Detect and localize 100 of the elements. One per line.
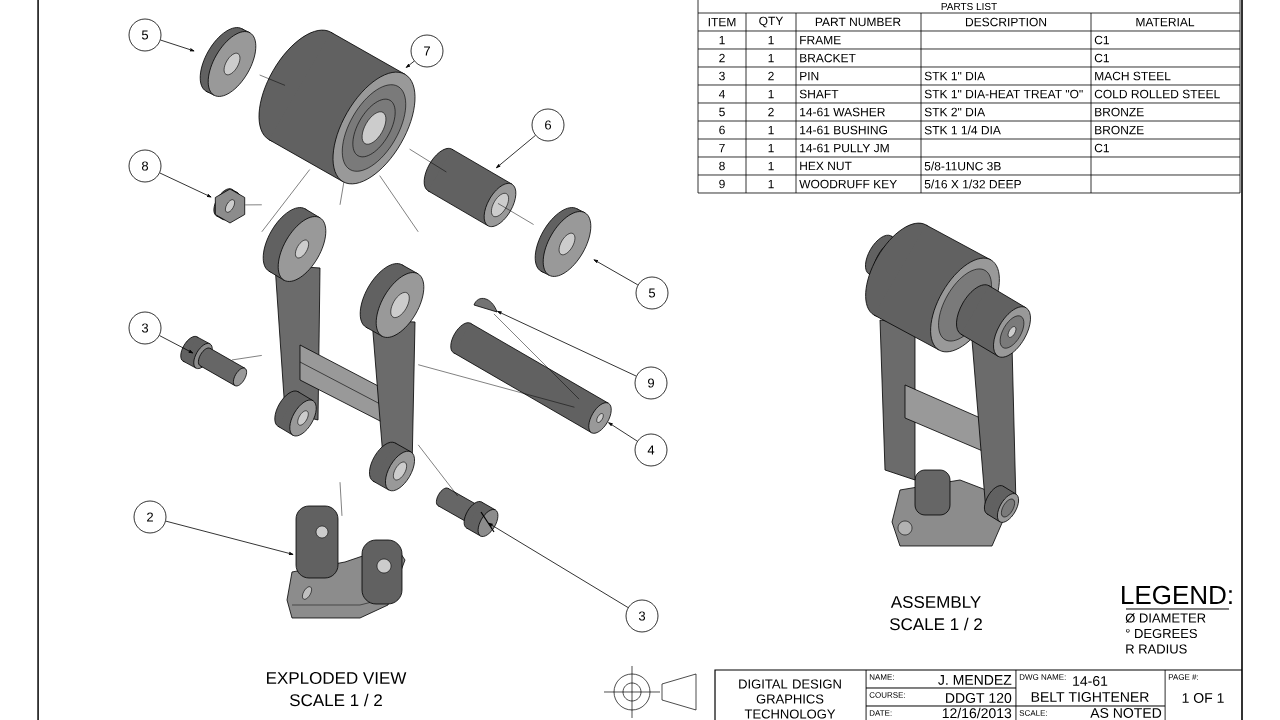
title-block-field-label: COURSE: [869,692,905,698]
explode-line [497,203,534,225]
explode-line [417,444,458,497]
leader-line [608,422,638,442]
shaft-drawing [450,322,612,434]
table-cell: 6 [719,125,725,135]
school-name: DIGITAL DESIGN GRAPHICS TECHNOLOGY [739,679,841,719]
table-cell: 8 [719,161,725,171]
title-block-field-label: DATE: [869,710,892,716]
pin-drawing [436,487,499,537]
table-cell: WOODRUFF KEY [799,179,897,189]
table-cell: PIN [800,71,819,81]
table-cell: 14-61 PULLY JM [800,143,889,153]
explode-line [417,364,575,408]
title-block-text: 14-61 [1073,676,1108,686]
table-cell: 3 [719,71,725,81]
table-cell: STK 1" DIA [924,71,986,81]
bushing-drawing [423,147,517,228]
explode-line [339,181,345,206]
explode-line [231,355,263,361]
pulley-drawing [258,29,416,185]
table-header: QTY [759,16,784,28]
frame-drawing [262,207,425,492]
table-cell: BRONZE [1095,107,1144,117]
legend-entry: R RADIUS [1126,644,1187,654]
table-cell: 1 [768,161,774,171]
washer-drawing [199,27,257,97]
callout-balloon: 8 [128,149,162,183]
table-cell: 9 [719,179,725,189]
view-title: ASSEMBLY [890,595,981,608]
explode-line [409,148,447,173]
title-block-text: AS NOTED [1090,708,1162,718]
explode-line [493,313,580,400]
leader-line [165,520,294,555]
table-cell: 2 [768,107,774,117]
view-title: EXPLODED VIEW [267,671,407,684]
view-scale: SCALE 1 / 2 [290,693,382,707]
leader-line [496,135,536,169]
legend-entry: Ø DIAMETER [1125,613,1206,623]
table-cell: 1 [768,179,774,189]
leader-line [159,172,212,198]
table-cell: 14-61 WASHER [800,107,885,117]
explode-line [339,481,343,517]
table-cell: 1 [768,143,774,153]
title-block-text: J. MENDEZ [938,675,1012,685]
leader-line [159,335,194,354]
key-drawing [473,298,498,313]
table-cell: 5 [719,107,725,117]
legend-title: LEGEND: [1122,585,1232,605]
table-cell: STK 2" DIA [924,107,986,117]
callout-balloon: 3 [128,311,162,345]
table-header: DESCRIPTION [966,17,1047,27]
table-cell: C1 [1094,53,1109,63]
table-cell: HEX NUT [800,161,852,171]
callout-balloon: 3 [625,599,659,633]
table-cell: 1 [768,125,774,135]
table-header: MATERIAL [1136,17,1195,27]
view-scale: SCALE 1 / 2 [890,617,982,631]
table-cell: 1 [768,53,774,63]
title-block-text: DDGT 120 [946,693,1012,703]
table-cell: 1 [719,35,725,45]
table-cell: BRONZE [1095,125,1144,135]
explode-line [259,74,286,86]
table-title: PARTS LIST [941,2,997,11]
table-cell: C1 [1094,143,1109,153]
table-cell: 14-61 BUSHING [800,125,887,135]
table-header: ITEM [708,17,736,27]
table-cell: 2 [768,71,774,81]
leader-line [405,60,415,68]
table-cell: C1 [1094,35,1109,45]
leader-line [488,522,629,608]
table-cell: 4 [718,89,725,99]
table-cell: 2 [719,53,725,63]
title-block-field-label: NAME: [869,674,894,680]
leader-line [160,39,195,52]
title-block-field-label: SCALE: [1019,710,1047,716]
title-block-text: 12/16/2013 [942,707,1012,719]
table-cell: COLD ROLLED STEEL [1094,89,1220,99]
table-cell: MACH STEEL [1095,71,1171,81]
table-cell: SHAFT [799,89,839,99]
callout-balloon: 5 [635,276,669,310]
table-header: PART NUMBER [815,17,901,27]
title-block-field-label: PAGE #: [1168,674,1198,680]
table-cell: 1 [768,89,774,99]
callout-balloon: 2 [133,500,167,534]
explode-line [379,175,419,233]
table-cell: 5/16 X 1/32 DEEP [924,179,1021,189]
table-cell: 7 [719,143,725,153]
title-block-text: BELT TIGHTENER [1031,692,1149,702]
callout-balloon: 9 [634,366,668,400]
table-cell: 1 [768,35,774,45]
legend-entry: ° DEGREES [1125,628,1197,639]
pin-drawing [180,336,247,387]
table-cell: BRACKET [800,53,856,63]
table-cell: 5/8-11UNC 3B [924,161,1001,171]
table-cell: STK 1" DIA-HEAT TREAT "O" [924,89,1083,99]
title-block-text: 1 OF 1 [1182,693,1224,703]
callout-balloon: 7 [410,34,444,68]
hex-nut-drawing [213,188,246,224]
bracket-drawing [286,505,406,619]
